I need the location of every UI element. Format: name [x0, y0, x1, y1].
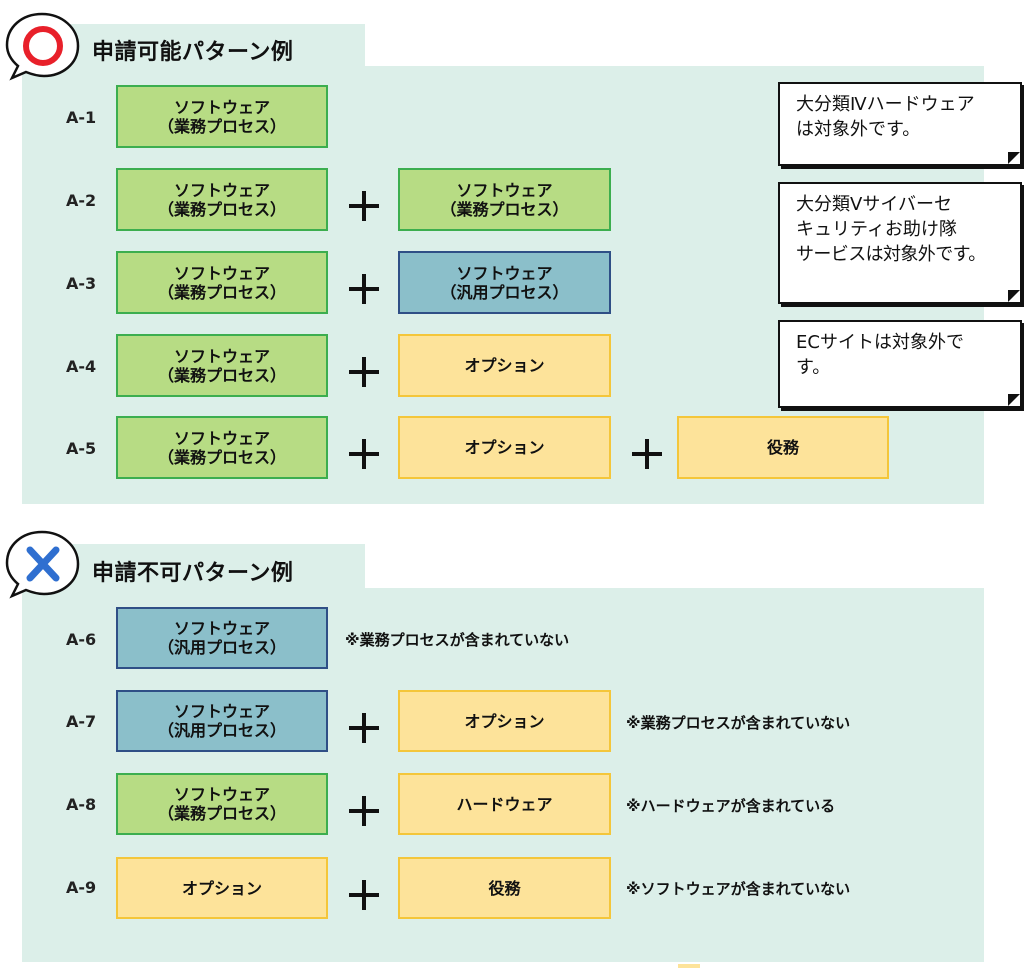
box-line: オプション [464, 438, 545, 457]
option-box: オプション [398, 690, 611, 752]
option-box: オプション [398, 334, 611, 397]
plus-icon [349, 191, 379, 221]
row-label-a7: A-7 [66, 712, 97, 731]
plus-icon [349, 713, 379, 743]
box-line: 役務 [488, 878, 521, 898]
plus-icon [349, 880, 379, 910]
callout-line: サービスは対象外です。 [796, 244, 986, 265]
note-a9: ※ソフトウェアが含まれていない [626, 880, 851, 898]
row-label-a2: A-2 [66, 191, 97, 210]
software-general-box: ソフトウェア （汎用プロセス） [116, 607, 328, 669]
software-business-box: ソフトウェア （業務プロセス） [116, 334, 328, 397]
box-line: ソフトウェア [456, 180, 553, 200]
software-business-box: ソフトウェア （業務プロセス） [398, 168, 611, 231]
box-line: （業務プロセス） [440, 199, 569, 219]
box-line: （汎用プロセス） [157, 638, 286, 657]
callout-line: 大分類Ⅳハードウェア [796, 94, 975, 115]
box-line: ソフトウェア [173, 428, 270, 448]
plus-icon [349, 796, 379, 826]
box-line: ソフトウェア [173, 263, 270, 283]
row-label-a9: A-9 [66, 878, 97, 897]
box-line: ソフトウェア [173, 346, 270, 366]
box-line: ハードウェア [456, 794, 553, 814]
box-line: ソフトウェア [173, 702, 270, 721]
software-business-box: ソフトウェア （業務プロセス） [116, 416, 328, 479]
callout-line: す。 [796, 357, 831, 378]
service-box: 役務 [677, 416, 889, 479]
box-line: ソフトウェア [173, 180, 270, 200]
callout-hardware-excluded: 大分類Ⅳハードウェア は対象外です。 [778, 82, 1022, 166]
software-business-box: ソフトウェア （業務プロセス） [116, 251, 328, 314]
ok-section-title: 申請可能パターン例 [92, 40, 294, 65]
box-line: （汎用プロセス） [440, 282, 569, 302]
box-line: （業務プロセス） [157, 447, 286, 467]
note-a6: ※業務プロセスが含まれていない [345, 631, 570, 649]
row-label-a1: A-1 [66, 108, 97, 127]
plus-icon [632, 439, 662, 469]
row-label-a3: A-3 [66, 274, 97, 293]
callout-line: 大分類Ⅴサイバーセ [796, 194, 952, 215]
row-label-a5: A-5 [66, 439, 97, 458]
box-line: （業務プロセス） [157, 365, 286, 385]
ng-section-header-tab [22, 544, 365, 590]
row-label-a4: A-4 [66, 357, 97, 376]
software-general-box: ソフトウェア （汎用プロセス） [398, 251, 611, 314]
option-box: オプション [398, 416, 611, 479]
row-label-a6: A-6 [66, 630, 97, 649]
plus-icon [349, 439, 379, 469]
box-line: （業務プロセス） [157, 282, 286, 302]
box-line: ソフトウェア [173, 619, 270, 638]
page-fold-icon [1008, 290, 1020, 302]
box-line: （汎用プロセス） [157, 721, 286, 740]
callout-cybersecurity-excluded: 大分類Ⅴサイバーセ キュリティお助け隊 サービスは対象外です。 [778, 182, 1022, 304]
box-line: オプション [181, 878, 262, 898]
decorative-mark [678, 964, 700, 968]
option-box: オプション [116, 857, 328, 919]
box-line: ソフトウェア [456, 263, 553, 283]
page-fold-icon [1008, 394, 1020, 406]
box-line: （業務プロセス） [157, 116, 286, 136]
page-fold-icon [1008, 152, 1020, 164]
software-business-box: ソフトウェア （業務プロセス） [116, 773, 328, 835]
box-line: 役務 [766, 438, 799, 457]
plus-icon [349, 274, 379, 304]
plus-icon [349, 357, 379, 387]
blue-cross-icon [5, 530, 80, 599]
box-line: ソフトウェア [173, 97, 270, 117]
box-line: オプション [464, 711, 545, 731]
software-business-box: ソフトウェア （業務プロセス） [116, 85, 328, 148]
callout-line: キュリティお助け隊 [796, 219, 957, 240]
hardware-box: ハードウェア [398, 773, 611, 835]
service-box: 役務 [398, 857, 611, 919]
callout-line: は対象外です。 [796, 119, 921, 140]
box-line: （業務プロセス） [157, 804, 286, 823]
row-label-a8: A-8 [66, 795, 97, 814]
note-a7: ※業務プロセスが含まれていない [626, 714, 851, 732]
software-general-box: ソフトウェア （汎用プロセス） [116, 690, 328, 752]
red-circle-icon [5, 12, 80, 81]
note-a8: ※ハードウェアが含まれている [626, 797, 836, 815]
box-line: ソフトウェア [173, 785, 270, 804]
callout-line: ECサイトは対象外で [796, 332, 964, 353]
box-line: （業務プロセス） [157, 199, 286, 219]
callout-ec-site-excluded: ECサイトは対象外で す。 [778, 320, 1022, 408]
software-business-box: ソフトウェア （業務プロセス） [116, 168, 328, 231]
ng-section-title: 申請不可パターン例 [92, 561, 294, 586]
box-line: オプション [464, 356, 545, 375]
